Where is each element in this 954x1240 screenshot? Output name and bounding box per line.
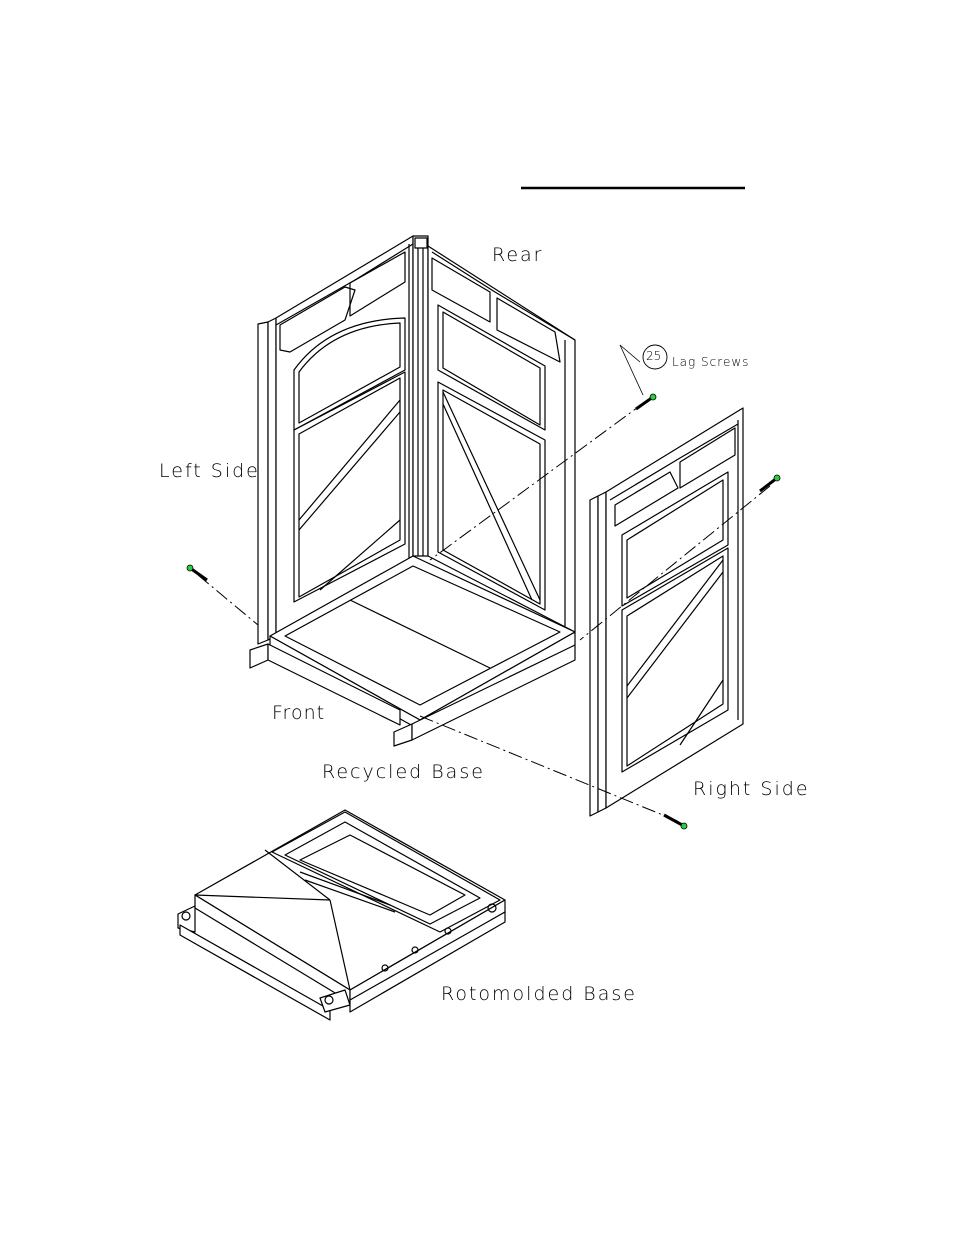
lag-screw-right-top: [759, 474, 781, 493]
callout-leaders: [619, 344, 668, 396]
lag-screw-left: [186, 564, 208, 582]
label-recycled-base: Recycled Base: [322, 761, 485, 783]
lag-screw-right-bottom: [663, 813, 688, 830]
rotomolded-base: [177, 809, 506, 1021]
assembly-guide-lines: [197, 401, 771, 823]
callout-number: 25: [646, 349, 662, 363]
label-rotomolded-base: Rotomolded Base: [441, 983, 637, 1005]
label-front: Front: [272, 702, 326, 724]
label-rear: Rear: [492, 244, 544, 266]
callout-text: Lag Screws: [672, 355, 750, 369]
right-side-panel: [589, 407, 744, 817]
label-left-side: Left Side: [159, 460, 260, 482]
label-right-side: Right Side: [693, 778, 810, 800]
recycled-base: [249, 555, 576, 747]
rear-panel: [412, 235, 576, 633]
left-side-panel: [257, 235, 414, 645]
lag-screw-rear: [635, 393, 657, 411]
callout-bubble: [642, 344, 668, 370]
